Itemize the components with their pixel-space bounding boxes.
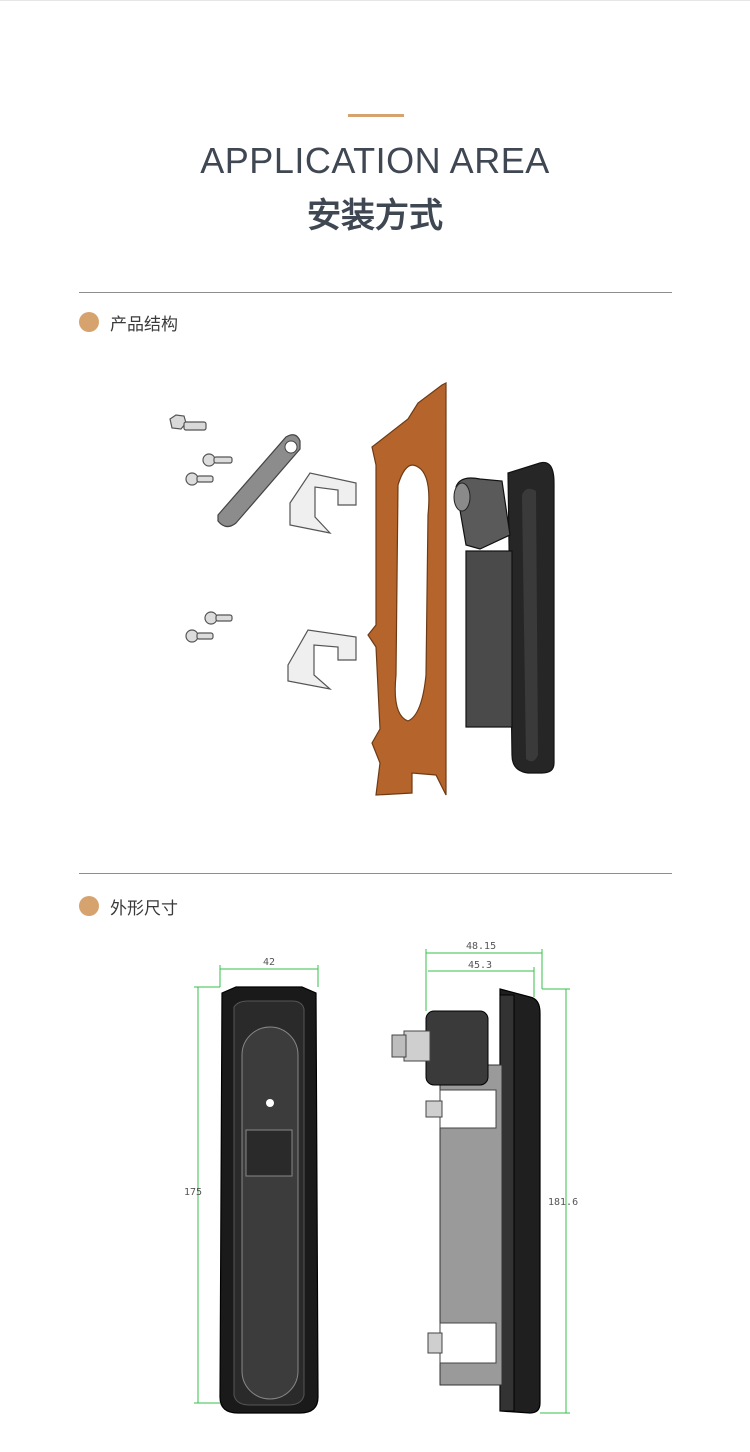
dim-side-inner: 45.3 [468, 960, 492, 971]
section-bullet-icon [79, 312, 99, 332]
front-dimension-lines [194, 965, 319, 1404]
bolt-large [169, 414, 207, 431]
title-accent-bar [348, 114, 404, 117]
screw-4 [185, 629, 214, 643]
exploded-view-figure [150, 375, 580, 815]
section-title-dimensions: 外形尺寸 [110, 899, 178, 919]
bracket-upper [289, 472, 357, 534]
page-title-cn: 安装方式 [307, 196, 443, 236]
section-divider [79, 873, 672, 874]
front-view [219, 986, 319, 1414]
bracket-lower [287, 629, 357, 691]
dim-side-outer: 48.15 [466, 941, 496, 952]
screw-3 [204, 611, 233, 625]
handle-housing [465, 550, 513, 728]
top-border [0, 0, 750, 1]
dim-front-width: 42 [263, 957, 275, 968]
side-view [391, 988, 541, 1414]
section-bullet-icon [79, 896, 99, 916]
side-dimension-lines [425, 949, 570, 1414]
screw-2 [185, 472, 214, 486]
screw-1 [202, 453, 233, 467]
page-title-en: APPLICATION AREA [200, 140, 550, 181]
cam-plate [217, 434, 301, 528]
dimension-drawing-figure: 42 175 48.15 45.3 181.6 [178, 935, 598, 1425]
dim-front-height: 175 [184, 1187, 202, 1198]
dim-side-height: 181.6 [548, 1197, 578, 1208]
section-title-structure: 产品结构 [110, 315, 178, 335]
section-divider [79, 292, 672, 293]
